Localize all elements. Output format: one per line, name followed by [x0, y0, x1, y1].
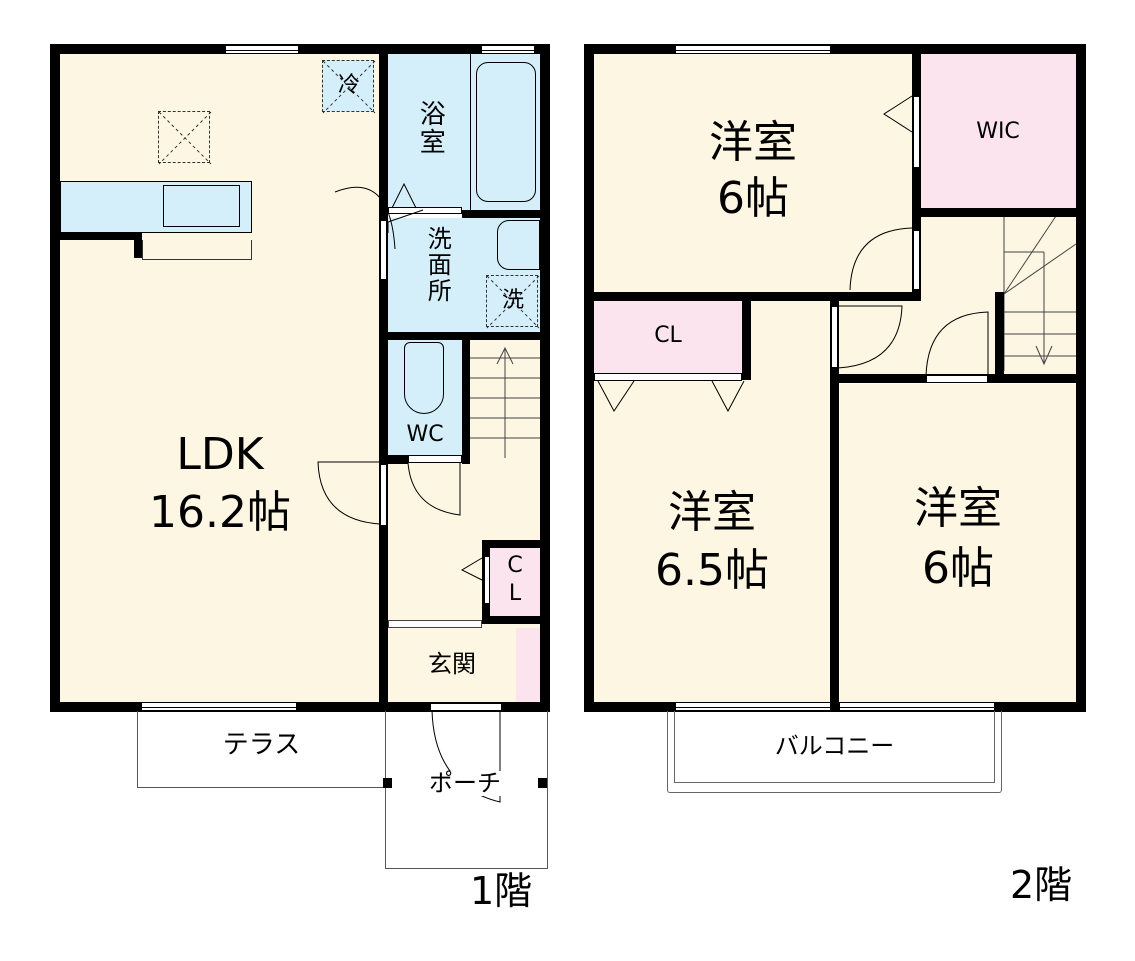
western-room-sw-ext — [750, 300, 830, 380]
western-se-door[interactable] — [926, 375, 988, 383]
kitchen-sink — [163, 185, 240, 227]
wall — [584, 44, 594, 712]
wall — [995, 292, 1004, 382]
wall — [482, 540, 542, 548]
wc-door[interactable] — [408, 455, 462, 463]
window — [676, 702, 830, 711]
wall — [462, 210, 542, 218]
western-north-label: 洋室 — [709, 117, 797, 168]
window — [840, 702, 994, 711]
wall — [50, 44, 60, 712]
balcony-label: バルコニー — [774, 732, 895, 760]
closet-door-marker-icon — [460, 557, 483, 581]
western-room-sw — [594, 374, 830, 702]
kitchen-bar — [142, 240, 252, 260]
western-sw-size: 6.5帖 — [655, 545, 769, 596]
refrigerator-space: 冷 — [322, 60, 376, 114]
wall — [379, 44, 388, 712]
closet-door-marker-icon — [597, 380, 745, 413]
closet-1f — [490, 548, 540, 616]
balcony-area — [667, 711, 1002, 793]
stairs-up-icon — [470, 346, 540, 458]
ldk-room — [60, 54, 380, 704]
stairs-down-icon — [1003, 215, 1077, 371]
wall — [830, 300, 839, 712]
washing-machine-space: 洗 — [486, 275, 540, 329]
window — [142, 702, 296, 711]
wall — [912, 44, 921, 300]
porch-post — [538, 778, 547, 788]
door-swing-icon — [407, 462, 461, 516]
closet-2f — [594, 300, 742, 374]
wall — [388, 455, 408, 464]
window — [226, 45, 298, 54]
wall — [388, 332, 542, 340]
door-swing-icon — [849, 227, 913, 291]
wall — [60, 232, 142, 240]
wall — [584, 292, 921, 301]
washroom-label: 洗面所 — [423, 226, 452, 304]
western-se-size: 6帖 — [922, 543, 994, 594]
closet-2f-doors[interactable] — [594, 373, 742, 381]
washroom-door[interactable] — [380, 220, 387, 280]
closet-label: C L — [507, 553, 523, 606]
wall — [920, 208, 1078, 217]
wall — [482, 616, 542, 624]
wall — [134, 232, 142, 258]
refrigerator-label: 冷 — [337, 73, 360, 98]
ldk-door[interactable] — [380, 464, 387, 526]
porch-post — [383, 778, 392, 788]
wic-door[interactable] — [913, 96, 920, 168]
western-sw-door[interactable] — [831, 306, 838, 368]
washbasin — [497, 220, 540, 270]
window — [676, 45, 830, 54]
western-se-label: 洋室 — [914, 483, 1002, 534]
door-swing-icon — [317, 461, 381, 525]
western-room-se — [840, 384, 1076, 702]
western-north-size: 6帖 — [717, 173, 789, 224]
closet-door[interactable] — [484, 556, 490, 604]
wall — [462, 340, 470, 464]
porch-label: ポーチ — [392, 770, 538, 797]
entrance-shoe-storage — [516, 628, 540, 702]
front-door[interactable] — [430, 703, 502, 711]
terrace-label: テラス — [222, 730, 301, 760]
ldk-label: LDK — [176, 429, 264, 480]
porch-area — [385, 711, 548, 869]
window — [482, 45, 534, 54]
closet-2f-label: CL — [654, 323, 682, 348]
bath-door[interactable] — [388, 207, 462, 214]
bath-door-marker-icon — [391, 182, 417, 209]
door-swing-icon — [837, 305, 903, 369]
western-sw-label: 洋室 — [668, 487, 756, 538]
wc-label: WC — [406, 422, 444, 447]
wall — [1076, 44, 1086, 712]
wall — [584, 44, 1086, 54]
wall — [540, 44, 550, 712]
bathtub — [470, 54, 540, 210]
toilet-fixture — [404, 342, 444, 414]
entrance-step — [388, 620, 482, 628]
entrance-room — [388, 628, 540, 702]
wall — [742, 300, 751, 380]
washer-label: 洗 — [501, 288, 524, 313]
floor-1-label: 1階 — [470, 869, 533, 913]
floor-2-label: 2階 — [1010, 863, 1073, 907]
wall — [50, 44, 550, 54]
wic-door-marker-icon — [883, 95, 913, 133]
ventilation-fan-icon — [158, 111, 212, 165]
entrance-label: 玄関 — [428, 650, 476, 678]
wic-label: WIC — [976, 119, 1020, 144]
door-swing-icon — [925, 311, 989, 377]
bath-label: 浴室 — [415, 100, 446, 156]
western-north-door[interactable] — [913, 230, 920, 290]
door-swing-icon — [334, 186, 424, 250]
ldk-size: 16.2帖 — [149, 487, 291, 538]
wall — [50, 702, 550, 712]
wic-room — [920, 54, 1076, 208]
